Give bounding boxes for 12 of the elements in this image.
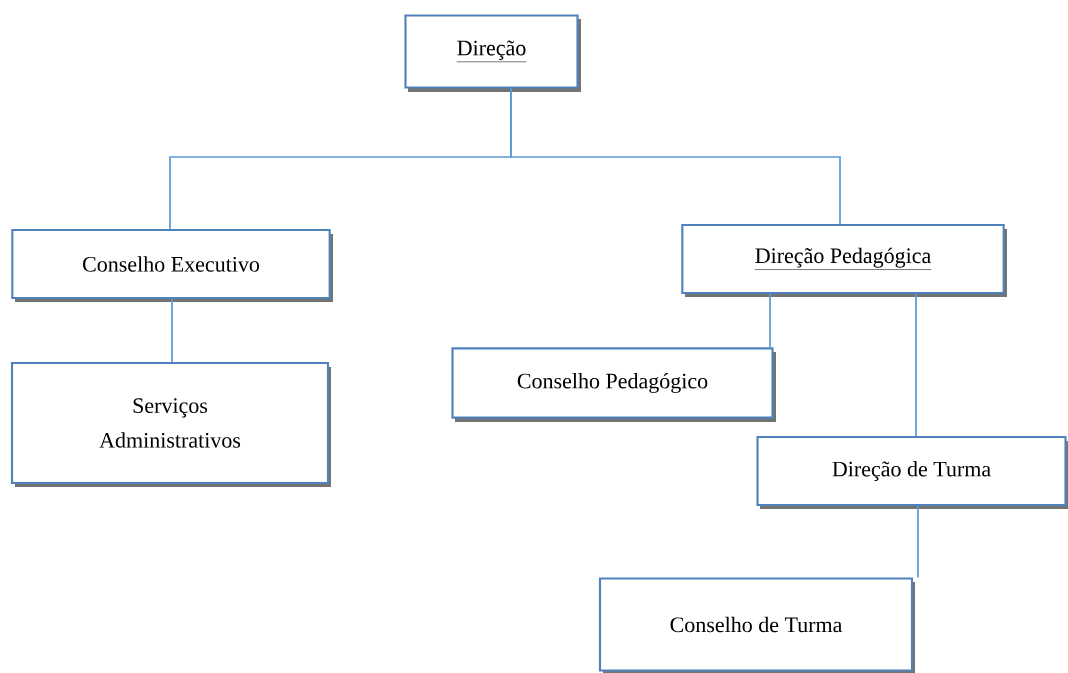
connector-line — [171, 298, 173, 363]
connector-line — [915, 293, 917, 437]
org-box: Conselho Executivo — [11, 228, 333, 302]
org-box: Direção de Turma — [756, 435, 1068, 509]
connector-line — [769, 293, 771, 349]
org-box: Conselho de Turma — [598, 577, 915, 673]
org-box: Direção Pedagógica — [681, 223, 1007, 297]
connector-line — [917, 505, 919, 579]
connector-line — [510, 87, 841, 225]
org-box: Conselho Pedagógico — [451, 347, 776, 422]
org-box: Serviços Administrativos — [10, 361, 331, 487]
org-box: Direção — [404, 14, 581, 92]
